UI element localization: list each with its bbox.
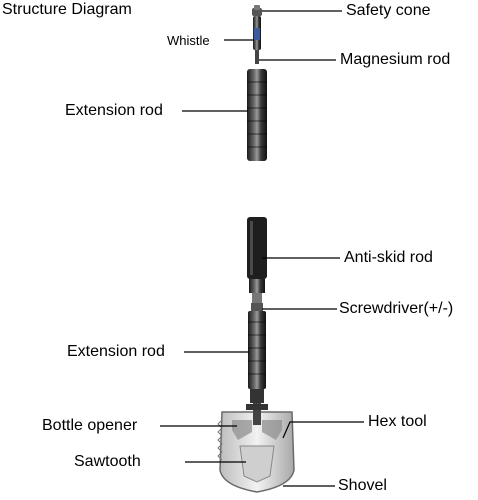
- leader-hex-tool: [282, 421, 364, 439]
- magnesium-rod-part: [255, 50, 259, 64]
- label-safety-cone: Safety cone: [346, 2, 431, 19]
- safety-cone-part: [252, 5, 262, 16]
- anti-skid-rod-part: [247, 217, 267, 303]
- label-magnesium-rod: Magnesium rod: [340, 51, 451, 68]
- label-anti-skid-rod: Anti-skid rod: [344, 249, 433, 266]
- extension-rod-upper-part: [247, 69, 267, 161]
- label-whistle: Whistle: [167, 33, 210, 48]
- label-extension-rod-upper: Extension rod: [65, 102, 163, 119]
- label-sawtooth: Sawtooth: [74, 453, 141, 470]
- label-bottle-opener: Bottle opener: [42, 417, 138, 434]
- extension-rod-lower-part: [248, 303, 266, 403]
- label-hex-tool: Hex tool: [368, 413, 427, 430]
- shovel-head-part: [217, 403, 295, 493]
- label-shovel: Shovel: [338, 477, 387, 494]
- label-screwdriver: Screwdriver(+/-): [339, 300, 454, 317]
- whistle-part: [253, 16, 261, 50]
- diagram-title: Structure Diagram: [2, 1, 132, 18]
- leader-lines: [160, 10, 364, 487]
- label-extension-rod-lower: Extension rod: [67, 343, 165, 360]
